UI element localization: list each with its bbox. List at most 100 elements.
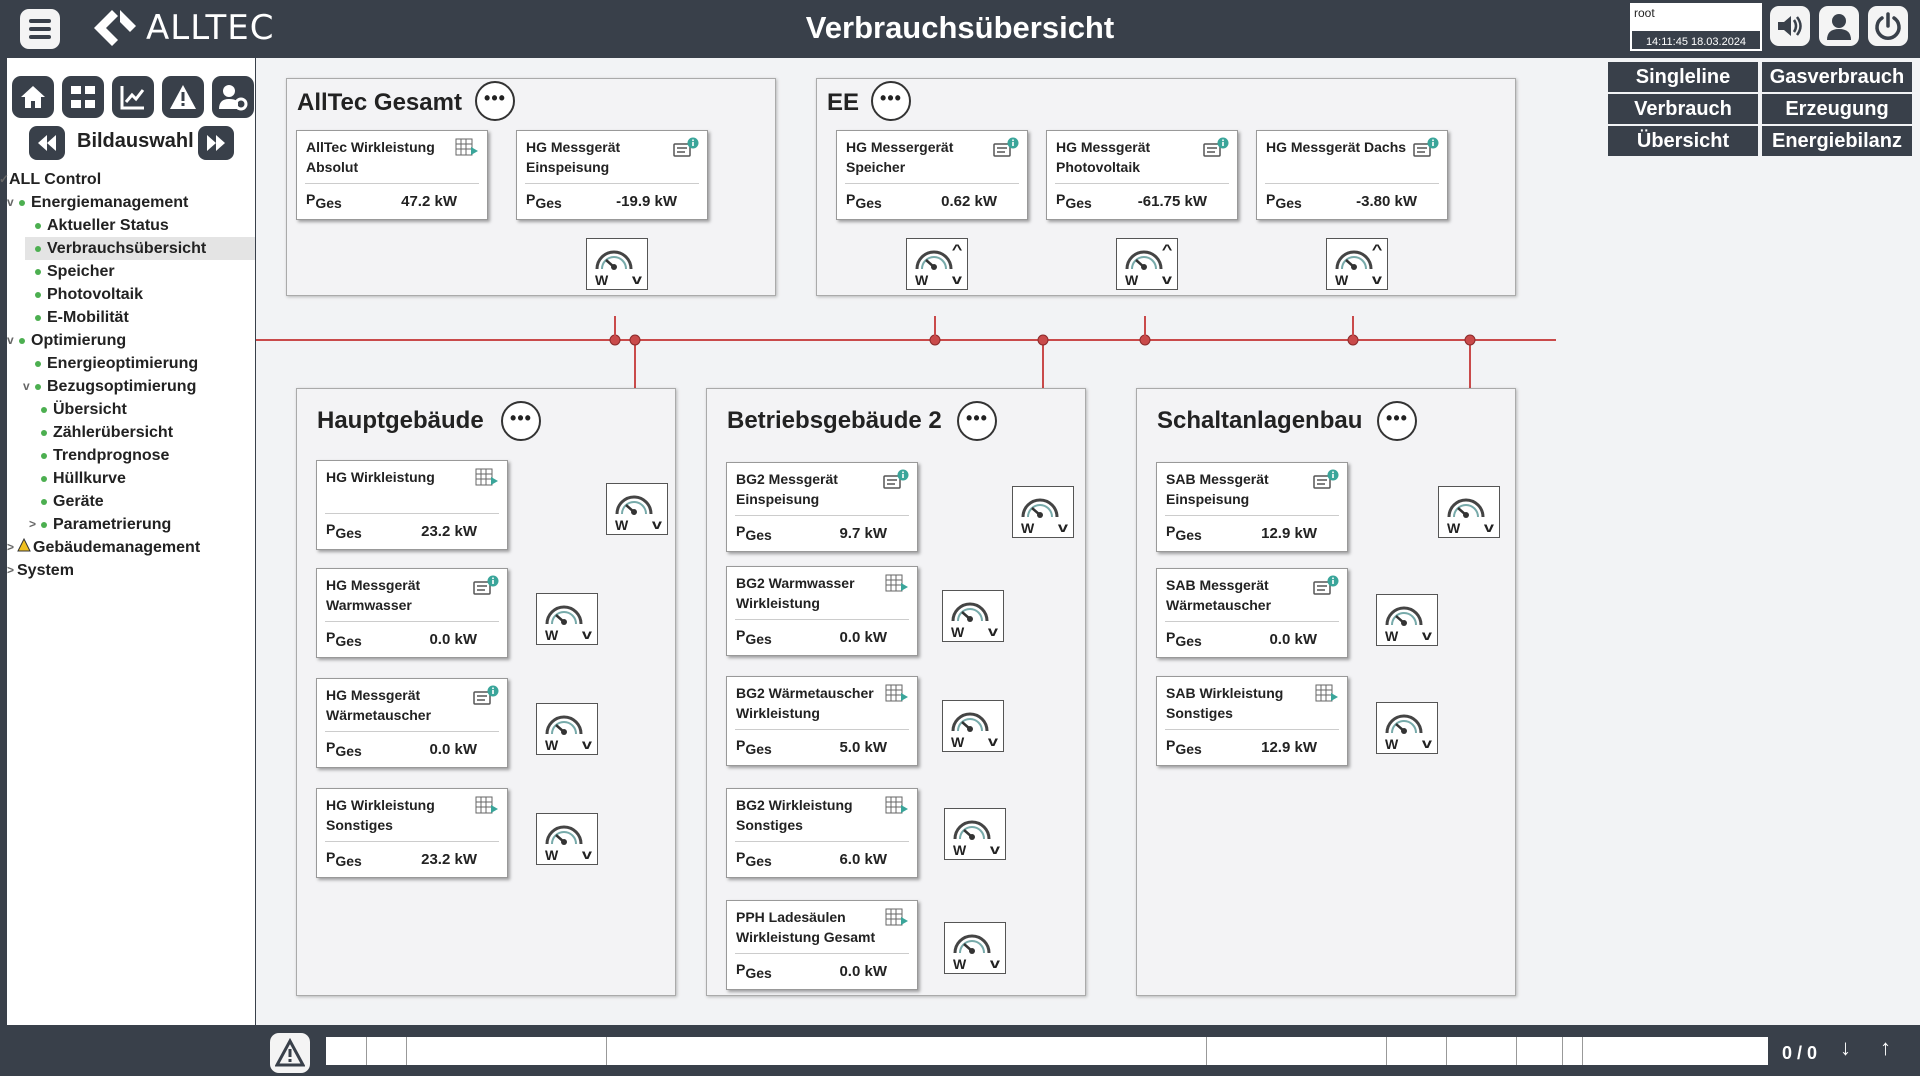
quicknav-button[interactable]: Verbrauch	[1608, 94, 1758, 124]
meter-info-icon[interactable]	[883, 469, 909, 496]
tree-caret-icon[interactable]: ✓	[0, 172, 10, 186]
trend-chart-icon[interactable]	[112, 76, 154, 118]
chevron-down-icon[interactable]: v	[582, 626, 593, 642]
chevron-down-icon[interactable]: v	[1372, 271, 1383, 287]
tree-item[interactable]: Übersicht	[7, 398, 255, 421]
chevron-up-icon[interactable]: ^	[1371, 241, 1383, 257]
alarm-list[interactable]	[326, 1037, 1768, 1065]
more-options-button[interactable]: •••	[1377, 401, 1417, 441]
speaker-icon[interactable]	[1770, 6, 1810, 46]
table-icon[interactable]	[885, 573, 909, 600]
next-image-icon[interactable]	[198, 126, 234, 160]
meter-info-icon[interactable]	[993, 137, 1019, 164]
more-options-button[interactable]: •••	[871, 81, 911, 121]
meter-info-icon[interactable]	[473, 685, 499, 712]
tree-caret-icon[interactable]: v	[7, 333, 14, 347]
user-icon[interactable]	[1819, 6, 1859, 46]
chevron-down-icon[interactable]: v	[632, 271, 643, 287]
alarm-warning-icon[interactable]	[270, 1033, 310, 1073]
chevron-down-icon[interactable]: v	[1058, 519, 1069, 535]
table-icon[interactable]	[475, 795, 499, 822]
chevron-down-icon[interactable]: v	[1162, 271, 1173, 287]
meter-info-icon[interactable]	[673, 137, 699, 164]
quicknav-button[interactable]: Energiebilanz	[1762, 126, 1912, 156]
power-icon[interactable]	[1868, 6, 1908, 46]
quicknav-button[interactable]: Singleline	[1608, 62, 1758, 92]
tree-caret-icon[interactable]: v	[23, 379, 30, 393]
quicknav-button[interactable]: Übersicht	[1608, 126, 1758, 156]
tree-item[interactable]: Aktueller Status	[7, 214, 255, 237]
table-icon[interactable]	[475, 467, 499, 494]
tree-caret-icon[interactable]: >	[29, 517, 37, 531]
table-icon[interactable]	[885, 907, 909, 934]
meter-info-icon[interactable]	[473, 575, 499, 602]
chevron-down-icon[interactable]: v	[990, 841, 1001, 857]
tree-item[interactable]: Speicher	[7, 260, 255, 283]
structure-icon[interactable]	[62, 76, 104, 118]
table-icon[interactable]	[455, 137, 479, 164]
chevron-down-icon[interactable]: v	[1484, 519, 1495, 535]
tree-caret-icon[interactable]: >	[7, 540, 15, 554]
table-icon[interactable]	[885, 683, 909, 710]
chevron-down-icon[interactable]: v	[952, 271, 963, 287]
tree-item[interactable]: Trendprognose	[7, 444, 255, 467]
tree-item[interactable]: E-Mobilität	[7, 306, 255, 329]
home-icon[interactable]	[12, 76, 54, 118]
quicknav-button[interactable]: Erzeugung	[1762, 94, 1912, 124]
chevron-down-icon[interactable]: v	[988, 733, 999, 749]
tree-caret-icon[interactable]: >	[7, 563, 15, 577]
meter-info-icon[interactable]	[1413, 137, 1439, 164]
meter-info-icon[interactable]	[1313, 469, 1339, 496]
sort-down-icon[interactable]: ↓	[1840, 1035, 1851, 1060]
table-icon[interactable]	[1315, 683, 1339, 710]
table-icon[interactable]	[885, 795, 909, 822]
tree-caret-icon[interactable]: v	[7, 195, 14, 209]
tree-item[interactable]: >System	[7, 559, 255, 582]
more-options-button[interactable]: •••	[475, 81, 515, 121]
sort-up-icon[interactable]: ↑	[1880, 1035, 1891, 1060]
tree-item[interactable]: >Parametrierung	[7, 513, 255, 536]
previous-image-icon[interactable]	[29, 126, 65, 160]
tree-item[interactable]: Geräte	[7, 490, 255, 513]
chevron-up-icon[interactable]: ^	[951, 241, 963, 257]
warning-icon[interactable]	[162, 76, 204, 118]
quicknav-button[interactable]: Gasverbrauch	[1762, 62, 1912, 92]
chevron-down-icon[interactable]: v	[652, 516, 663, 532]
menu-icon[interactable]	[20, 9, 60, 49]
chevron-down-icon[interactable]: v	[582, 846, 593, 862]
tree-item[interactable]: Hüllkurve	[7, 467, 255, 490]
chevron-down-icon[interactable]: v	[988, 623, 999, 639]
more-options-button[interactable]: •••	[501, 401, 541, 441]
tree-item[interactable]: Energieoptimierung	[7, 352, 255, 375]
tree-item[interactable]: Verbrauchsübersicht	[25, 237, 255, 260]
tree-item[interactable]: >Gebäudemanagement	[7, 536, 255, 559]
tree-item[interactable]: Photovoltaik	[7, 283, 255, 306]
